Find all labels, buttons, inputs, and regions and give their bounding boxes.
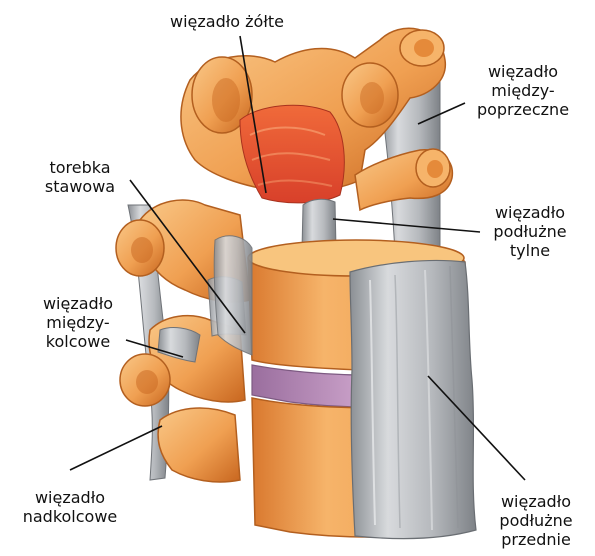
label-wiezadlo-podluzne-przednie: więzadło podłużne przednie (486, 492, 586, 549)
label-miedzypoprzeczne-line1: więzadło (468, 62, 578, 81)
leader-line-nadkolcowe (70, 426, 162, 470)
label-podluzne-przednie-line1: więzadło (486, 492, 586, 511)
label-torebka-line1: torebka (30, 158, 130, 177)
label-podluzne-tylne-line1: więzadło (480, 203, 580, 222)
label-torebka-stawowa: torebka stawowa (30, 158, 130, 196)
label-podluzne-przednie-line3: przednie (486, 530, 586, 549)
label-miedzypoprzeczne-line2: między- (468, 81, 578, 100)
label-nadkolcowe-line2: nadkolcowe (10, 507, 130, 526)
label-wiezadlo-podluzne-tylne: więzadło podłużne tylne (480, 203, 580, 260)
label-miedzykolcowe-line3: kolcowe (28, 332, 128, 351)
ligamentum-flavum-shape (240, 105, 344, 203)
label-podluzne-tylne-line2: podłużne (480, 222, 580, 241)
label-miedzykolcowe-line1: więzadło (28, 294, 128, 313)
label-nadkolcowe-line1: więzadło (10, 488, 130, 507)
label-wiezadlo-zolte: więzadło żółte (170, 12, 284, 31)
anterior-longitudinal-ligament-shape (350, 260, 476, 538)
label-wiezadlo-miedzypoprzeczne: więzadło między- poprzeczne (468, 62, 578, 119)
label-wiezadlo-nadkolcowe: więzadło nadkolcowe (10, 488, 130, 526)
label-miedzypoprzeczne-line3: poprzeczne (468, 100, 578, 119)
label-wiezadlo-miedzykolcowe: więzadło między- kolcowe (28, 294, 128, 351)
label-wiezadlo-zolte-line1: więzadło żółte (170, 12, 284, 31)
label-podluzne-przednie-line2: podłużne (486, 511, 586, 530)
label-miedzykolcowe-line2: między- (28, 313, 128, 332)
label-podluzne-tylne-line3: tylne (480, 241, 580, 260)
joint-capsule-shape (214, 236, 252, 355)
label-torebka-line2: stawowa (30, 177, 130, 196)
